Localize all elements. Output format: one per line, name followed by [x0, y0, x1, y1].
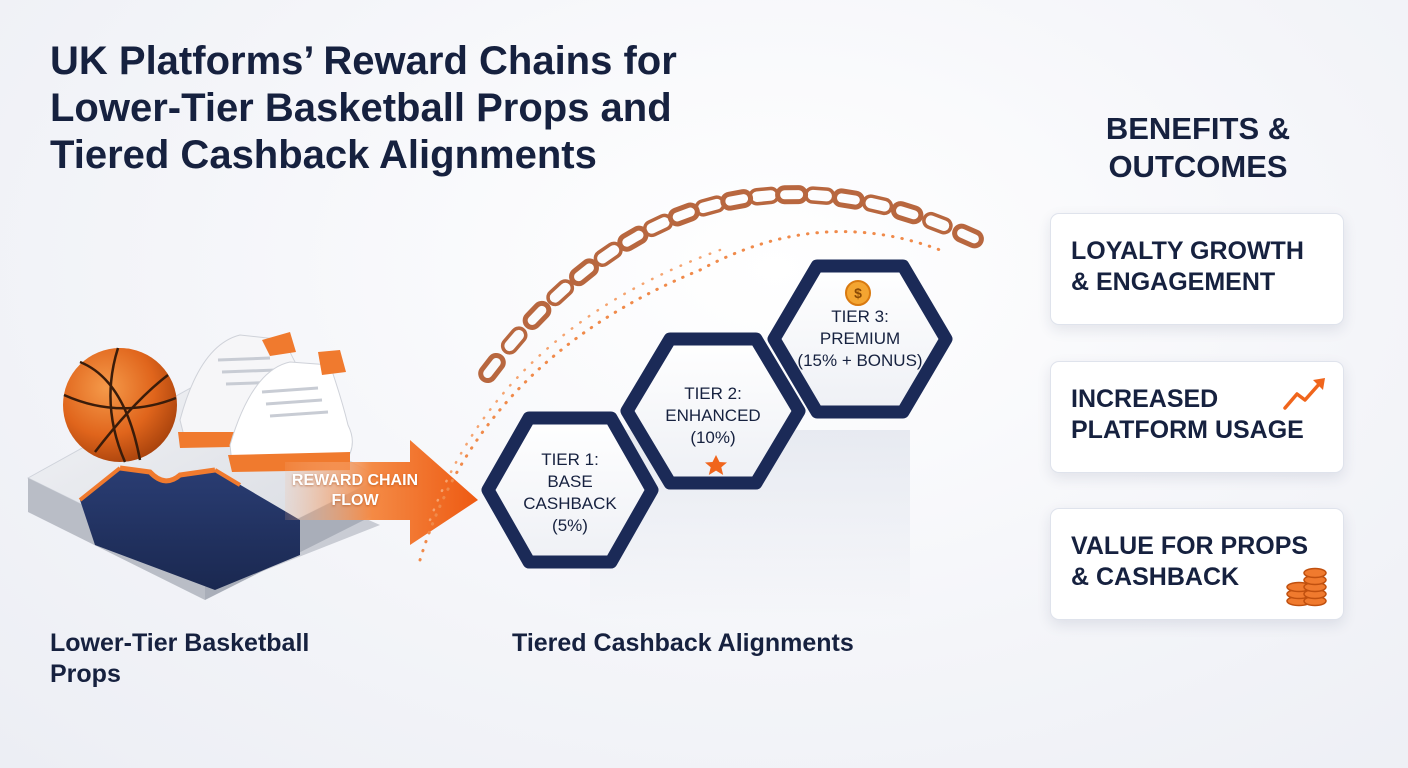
tier-3-hexagon — [767, 259, 953, 419]
chain-link — [569, 258, 599, 287]
basketball-icon — [63, 347, 177, 463]
page-title: UK Platforms’ Reward Chains for Lower-Ti… — [50, 38, 810, 179]
chain-link — [500, 326, 528, 355]
svg-text:$: $ — [854, 285, 862, 301]
reward-chain-flow-label: REWARD CHAIN FLOW — [290, 471, 420, 511]
chain-link — [478, 352, 506, 384]
chain-link — [748, 186, 780, 206]
tier-1-line-1: TIER 1: — [541, 450, 599, 469]
chain-link — [522, 300, 552, 330]
props-caption-line-2: Props — [50, 660, 121, 688]
reward-chain-icon — [478, 185, 984, 384]
title-line-1: UK Platforms’ Reward Chains for — [50, 39, 677, 83]
coin-stack-icon — [1286, 567, 1327, 607]
flow-label-line-1: REWARD CHAIN — [291, 472, 419, 489]
chain-link — [922, 211, 953, 235]
chain-link — [803, 186, 836, 205]
loyalty-line-2: & ENGAGEMENT — [1071, 268, 1276, 296]
jersey-icon — [78, 465, 300, 590]
tier-2-line-3: (10%) — [690, 428, 736, 447]
tier-1-label: TIER 1: BASE CASHBACK (5%) — [510, 449, 630, 537]
chain-link — [862, 194, 894, 216]
chain-link — [831, 188, 865, 210]
benefits-heading-line-1: BENEFITS & — [1105, 111, 1291, 146]
chain-link — [546, 279, 575, 307]
dotted-flow-lines — [418, 230, 942, 562]
title-line-3: Tiered Cashback Alignments — [50, 133, 597, 177]
benefit-card-loyalty: LOYALTY GROWTH & ENGAGEMENT — [1050, 213, 1344, 325]
star-icon — [705, 455, 727, 475]
cashback-caption: Tiered Cashback Alignments — [512, 629, 854, 657]
value-line-2: & CASHBACK — [1071, 563, 1240, 591]
benefit-card-usage-text: INCREASED PLATFORM USAGE — [1071, 384, 1323, 446]
benefit-card-usage: INCREASED PLATFORM USAGE — [1050, 361, 1344, 473]
tier-2-line-2: ENHANCED — [665, 406, 761, 425]
tier-1-line-3: CASHBACK — [523, 494, 617, 513]
chain-link — [952, 223, 984, 249]
sneakers-icon — [178, 332, 353, 472]
benefit-card-value-text: VALUE FOR PROPS & CASHBACK — [1071, 531, 1323, 593]
props-caption-line-1: Lower-Tier Basketball — [50, 629, 310, 657]
benefit-card-value: VALUE FOR PROPS & CASHBACK — [1050, 508, 1344, 620]
value-line-1: VALUE FOR PROPS — [1071, 532, 1309, 560]
props-caption: Lower-Tier Basketball Props — [50, 628, 309, 690]
chain-link — [891, 201, 924, 225]
tier-2-hexagon — [620, 332, 806, 490]
trend-up-icon — [1283, 378, 1325, 410]
benefits-heading-line-2: OUTCOMES — [1108, 149, 1288, 184]
usage-line-2: PLATFORM USAGE — [1071, 416, 1304, 444]
title-line-2: Lower-Tier Basketball Props and — [50, 86, 672, 130]
tier-1-line-2: BASE — [547, 472, 593, 491]
tier-1-line-4: (5%) — [552, 516, 588, 535]
tier-1-hexagon — [481, 411, 659, 569]
coin-icon: $ — [845, 280, 871, 306]
tier-2-line-1: TIER 2: — [684, 384, 742, 403]
tier-3-label: TIER 3: PREMIUM (15% + BONUS) — [785, 306, 935, 372]
tier-3-line-1: TIER 3: — [831, 307, 889, 326]
flow-label-line-2: FLOW — [331, 492, 379, 509]
usage-line-1: INCREASED — [1071, 385, 1219, 413]
benefit-card-loyalty-text: LOYALTY GROWTH & ENGAGEMENT — [1071, 236, 1323, 298]
chain-link — [775, 185, 809, 205]
tier-3-line-2: PREMIUM — [819, 329, 901, 348]
loyalty-line-1: LOYALTY GROWTH — [1071, 237, 1304, 265]
tier-3-line-3: (15% + BONUS) — [797, 351, 923, 370]
benefits-heading: BENEFITS & OUTCOMES — [1048, 110, 1348, 186]
tier-2-label: TIER 2: ENHANCED (10%) — [653, 383, 773, 449]
chain-link — [720, 189, 754, 211]
